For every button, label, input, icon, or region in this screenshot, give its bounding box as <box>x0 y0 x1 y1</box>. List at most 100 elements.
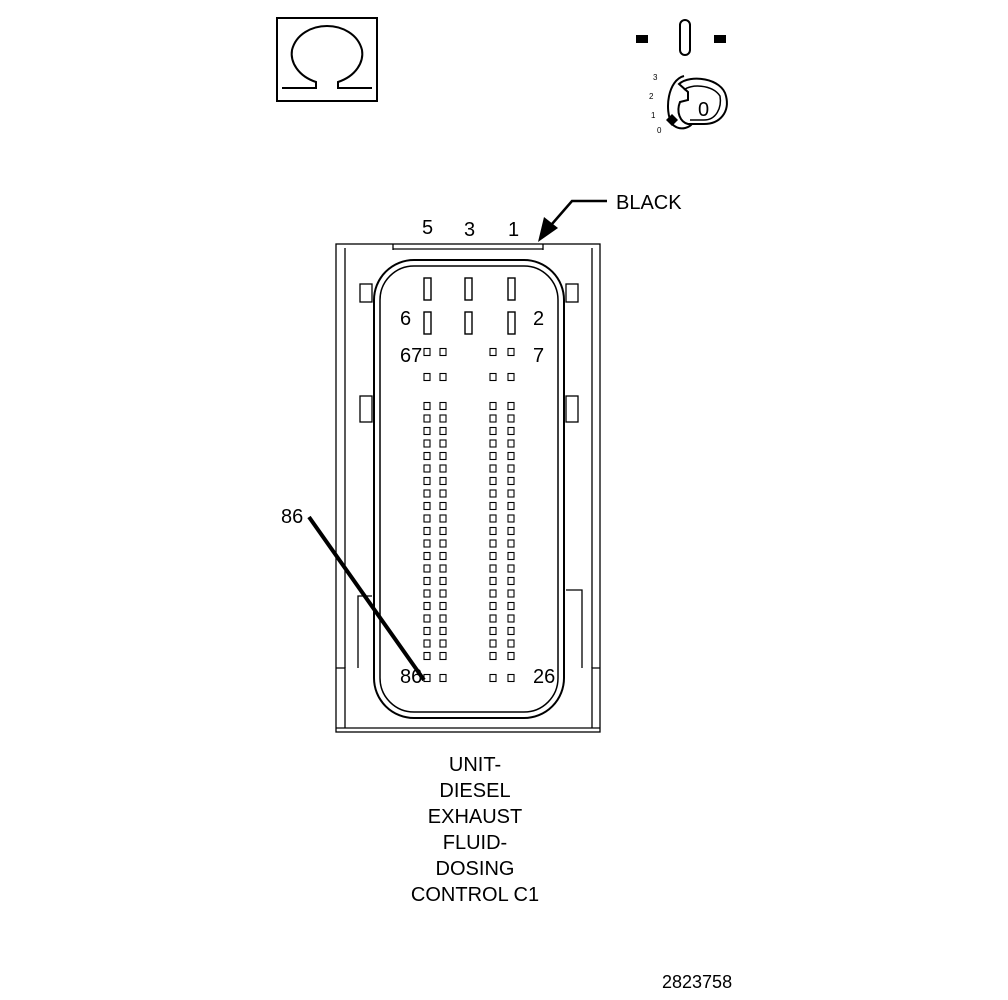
small-pin-cavity <box>439 501 447 511</box>
small-pin-cavity <box>423 489 431 498</box>
small-pin-cavity <box>423 414 431 423</box>
large-pin-cavity <box>423 311 432 335</box>
small-pin-cavity <box>439 489 447 498</box>
pin-label-2: 2 <box>533 308 544 330</box>
pin-label-26: 26 <box>533 666 555 688</box>
small-pin-cavity <box>423 372 431 382</box>
small-pin-cavity <box>489 514 497 523</box>
small-pin-cavity <box>507 414 515 423</box>
small-pin-cavity <box>423 539 431 548</box>
small-pin-cavity <box>489 347 497 357</box>
small-pin-cavity <box>439 476 447 486</box>
pin-label-1: 1 <box>508 219 519 241</box>
small-pin-cavity <box>439 601 447 611</box>
small-pin-cavity <box>423 614 431 623</box>
small-pin-cavity <box>507 489 515 498</box>
pin-label-7: 7 <box>533 345 544 367</box>
small-pin-cavity <box>439 614 447 623</box>
small-pin-cavity <box>507 439 515 448</box>
small-pin-cavity <box>507 501 515 511</box>
small-pin-cavity <box>439 626 447 636</box>
pin-label-6: 6 <box>400 308 411 330</box>
small-pin-cavity <box>439 372 447 382</box>
small-pin-cavity <box>423 464 431 473</box>
connector-housing <box>335 243 601 733</box>
small-pin-cavity <box>507 601 515 611</box>
small-pin-cavity <box>489 489 497 498</box>
small-pin-cavity <box>439 576 447 586</box>
large-pin-cavity <box>423 277 432 301</box>
small-pin-cavity <box>489 476 497 486</box>
small-pin-cavity <box>423 551 431 561</box>
small-pin-cavity <box>439 673 447 683</box>
small-pin-cavity <box>489 451 497 461</box>
small-pin-cavity <box>507 589 515 598</box>
small-pin-cavity <box>423 476 431 486</box>
small-pin-cavity <box>439 426 447 436</box>
large-pin-cavity <box>464 311 473 335</box>
small-pin-cavity <box>439 514 447 523</box>
connector-color-label: BLACK <box>616 192 682 214</box>
small-pin-cavity <box>489 551 497 561</box>
large-pin-cavity <box>464 277 473 301</box>
caption-line-3: EXHAUST <box>427 806 523 828</box>
small-pin-cavity <box>439 639 447 648</box>
small-pin-cavity <box>489 564 497 573</box>
small-pin-cavity <box>423 501 431 511</box>
small-pin-cavity <box>489 414 497 423</box>
small-pin-cavity <box>439 439 447 448</box>
ignition-pos-3: 3 <box>653 73 658 82</box>
small-pin-cavity <box>439 589 447 598</box>
small-pin-cavity <box>507 526 515 536</box>
connector-caption: UNIT- DIESEL EXHAUST FLUID- DOSING CONTR… <box>340 752 610 908</box>
ignition-pos-1: 1 <box>651 111 656 120</box>
small-pin-cavity <box>489 372 497 382</box>
small-pin-cavity <box>507 626 515 636</box>
small-pin-cavity <box>507 347 515 357</box>
caption-line-4: FLUID- <box>442 832 508 854</box>
large-pin-cavity <box>507 277 516 301</box>
large-pin-cavity <box>507 311 516 335</box>
caption-line-2: DIESEL <box>439 780 511 802</box>
small-pin-cavity <box>507 651 515 661</box>
small-pin-cavity <box>507 401 515 411</box>
small-pin-cavity <box>489 576 497 586</box>
small-pin-cavity <box>423 526 431 536</box>
small-pin-cavity <box>507 426 515 436</box>
small-pin-cavity <box>489 539 497 548</box>
small-pin-cavity <box>507 539 515 548</box>
small-pin-cavity <box>507 614 515 623</box>
small-pin-cavity <box>423 601 431 611</box>
small-pin-cavity <box>439 564 447 573</box>
color-callout: BLACK <box>538 192 682 242</box>
small-pin-cavity <box>439 401 447 411</box>
pin-label-3: 3 <box>464 219 475 241</box>
pin-label-5: 5 <box>422 217 433 239</box>
small-pin-cavity <box>489 601 497 611</box>
caption-line-5: DOSING <box>435 858 515 880</box>
small-pin-cavity <box>507 551 515 561</box>
small-pin-cavity <box>507 476 515 486</box>
small-pin-cavity <box>423 439 431 448</box>
caption-line-1: UNIT- <box>448 754 502 776</box>
small-pin-cavity <box>507 451 515 461</box>
small-pin-cavity <box>489 401 497 411</box>
reference-number: 2823758 <box>662 972 733 992</box>
small-pin-cavity <box>507 673 515 683</box>
small-pin-cavity <box>423 451 431 461</box>
small-pin-cavity <box>507 576 515 586</box>
small-pin-cavity <box>439 526 447 536</box>
pin-label-67: 67 <box>400 345 422 367</box>
small-pin-cavity <box>439 414 447 423</box>
small-pin-cavity <box>489 614 497 623</box>
small-pin-cavity <box>423 639 431 648</box>
small-pin-cavity <box>439 347 447 357</box>
small-pin-cavity <box>507 564 515 573</box>
pin-label-86-leader: 86 <box>281 506 303 528</box>
pin-label-86-bottom: 86 <box>400 666 422 688</box>
small-pin-cavity <box>489 526 497 536</box>
small-pin-cavity <box>439 464 447 473</box>
small-pin-cavity <box>423 589 431 598</box>
ohm-meter-icon <box>276 17 378 102</box>
